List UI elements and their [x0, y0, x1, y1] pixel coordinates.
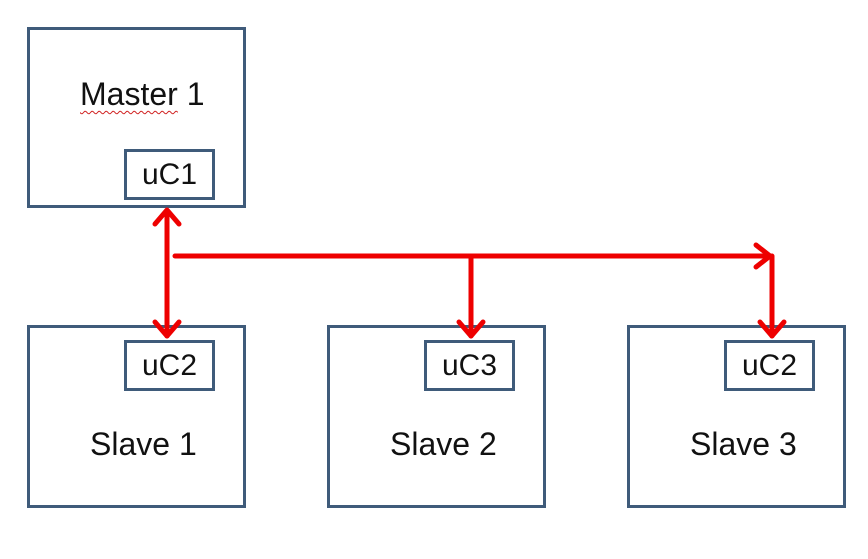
slave-3-node: uC2 Slave 3	[627, 325, 846, 508]
master-1-node: Master 1 uC1	[27, 27, 246, 208]
slave-2-label: Slave 2	[390, 426, 497, 462]
slave-3-uc-chip: uC2	[724, 340, 815, 391]
slave-1-uc-chip: uC2	[124, 340, 215, 391]
master-uc1-chip: uC1	[124, 149, 215, 200]
master-number: 1	[177, 76, 205, 112]
master-1-label: Master 1	[80, 78, 204, 110]
master-word: Master	[80, 76, 178, 112]
slave-1-label: Slave 1	[90, 426, 197, 462]
slave-2-uc-chip: uC3	[424, 340, 515, 391]
slave-3-label: Slave 3	[690, 426, 797, 462]
slave-2-node: uC3 Slave 2	[327, 325, 546, 508]
arrowhead-right-bus	[753, 242, 773, 270]
slave-1-node: uC2 Slave 1	[27, 325, 246, 508]
arrowhead-up-master	[152, 207, 182, 227]
